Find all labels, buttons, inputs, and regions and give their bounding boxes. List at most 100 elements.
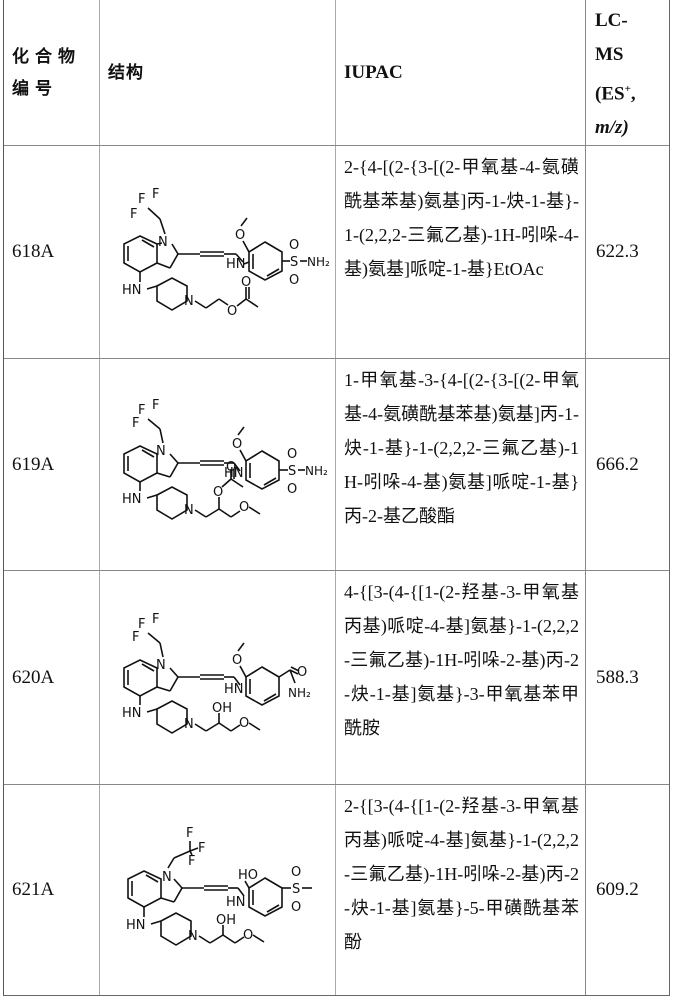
svg-text:O: O <box>289 273 299 288</box>
compound-table: 化合物编号 结构 IUPAC LC- MS (ES+, m/z) 618A F … <box>3 0 670 996</box>
header-compound-no-label: 化合物编号 <box>4 41 92 105</box>
header-lcms-line1: LC- <box>595 4 669 38</box>
svg-text:N: N <box>158 235 168 250</box>
chemical-structure-620A: F F F N HN <box>100 571 336 785</box>
header-lcms-line3: (ES+, <box>595 72 669 111</box>
svg-text:F: F <box>152 398 159 413</box>
svg-text:O: O <box>243 928 253 943</box>
structure-cell: F F F N HN <box>100 146 336 358</box>
compound-id-cell: 618A <box>4 146 100 358</box>
lcms-cell: 588.3 <box>586 571 669 784</box>
lcms-value: 588.3 <box>586 667 639 689</box>
header-lcms-line4: m/z) <box>595 111 669 145</box>
compound-id: 619A <box>4 454 54 476</box>
header-iupac: IUPAC <box>336 0 586 145</box>
iupac-cell: 4-{[3-(4-{[1-(2-羟基-3-甲氧基丙基)哌啶-4-基]氨基}-1-… <box>336 571 586 784</box>
svg-text:F: F <box>186 826 193 841</box>
svg-text:NH₂: NH₂ <box>288 686 311 700</box>
lcms-value: 622.3 <box>586 241 639 263</box>
header-iupac-label: IUPAC <box>336 62 403 84</box>
header-lcms-comma: , <box>631 83 636 104</box>
iupac-cell: 2-{4-[(2-{3-[(2-甲氧基-4-氨磺酰基苯基)氨基]丙-1-炔-1-… <box>336 146 586 358</box>
svg-text:HN: HN <box>126 918 146 933</box>
lcms-cell: 609.2 <box>586 785 669 995</box>
svg-text:N: N <box>188 929 198 944</box>
lcms-value: 609.2 <box>586 879 639 901</box>
svg-text:O: O <box>213 485 223 500</box>
svg-text:O: O <box>227 304 237 319</box>
header-lcms-mz: m/z) <box>595 117 629 138</box>
svg-text:N: N <box>184 717 194 732</box>
svg-text:O: O <box>239 500 249 515</box>
svg-text:F: F <box>138 192 145 207</box>
compound-id-cell: 619A <box>4 359 100 570</box>
svg-text:S: S <box>292 882 300 897</box>
svg-text:HO: HO <box>238 868 258 883</box>
svg-text:HN: HN <box>226 257 246 272</box>
svg-text:O: O <box>287 482 297 497</box>
svg-text:O: O <box>289 238 299 253</box>
svg-text:O: O <box>287 447 297 462</box>
table-row: 619A F F F N HN <box>4 359 669 571</box>
svg-text:HN: HN <box>122 492 142 507</box>
svg-text:O: O <box>291 865 301 880</box>
lcms-cell: 622.3 <box>586 146 669 358</box>
header-lcms-label: LC- MS (ES+, m/z) <box>586 0 669 145</box>
svg-text:N: N <box>184 294 194 309</box>
svg-text:O: O <box>297 665 307 680</box>
compound-id-cell: 620A <box>4 571 100 784</box>
svg-text:O: O <box>226 460 236 475</box>
svg-text:F: F <box>198 841 205 856</box>
svg-text:F: F <box>152 612 159 627</box>
compound-id: 620A <box>4 667 54 689</box>
svg-text:S: S <box>290 255 298 270</box>
svg-text:OH: OH <box>216 913 236 928</box>
structure-cell: F F F N HN <box>100 785 336 995</box>
svg-text:F: F <box>130 207 137 222</box>
lcms-cell: 666.2 <box>586 359 669 570</box>
iupac-name: 2-{[3-(4-{[1-(2-羟基-3-甲氧基丙基)哌啶-4-基]氨基}-1-… <box>336 785 585 959</box>
table-row: 618A F F F N <box>4 146 669 359</box>
chemical-structure-619A: F F F N HN <box>100 359 336 571</box>
iupac-cell: 2-{[3-(4-{[1-(2-羟基-3-甲氧基丙基)哌啶-4-基]氨基}-1-… <box>336 785 586 995</box>
svg-text:NH₂: NH₂ <box>305 464 328 478</box>
svg-text:OH: OH <box>212 701 232 716</box>
svg-text:F: F <box>152 187 159 202</box>
svg-text:O: O <box>235 228 245 243</box>
svg-text:F: F <box>132 416 139 431</box>
header-lcms-es: (ES <box>595 83 625 104</box>
svg-text:HN: HN <box>226 895 246 910</box>
header-structure-label: 结构 <box>100 57 144 89</box>
svg-text:N: N <box>184 503 194 518</box>
svg-text:F: F <box>188 854 195 869</box>
header-structure: 结构 <box>100 0 336 145</box>
svg-text:O: O <box>232 437 242 452</box>
chemical-structure-621A: F F F N HN <box>100 785 336 995</box>
header-lcms-line2: MS <box>595 38 669 72</box>
svg-text:O: O <box>291 900 301 915</box>
svg-text:N: N <box>162 870 172 885</box>
svg-text:F: F <box>132 630 139 645</box>
lcms-value: 666.2 <box>586 454 639 476</box>
iupac-name: 1-甲氧基-3-{4-[(2-{3-[(2-甲氧基-4-氨磺酰基苯基)氨基]丙-… <box>336 359 585 533</box>
compound-id: 621A <box>4 879 54 901</box>
svg-text:HN: HN <box>224 682 244 697</box>
chemical-structure-618A: F F F N HN <box>100 146 336 359</box>
svg-text:O: O <box>232 653 242 668</box>
iupac-cell: 1-甲氧基-3-{4-[(2-{3-[(2-甲氧基-4-氨磺酰基苯基)氨基]丙-… <box>336 359 586 570</box>
iupac-name: 2-{4-[(2-{3-[(2-甲氧基-4-氨磺酰基苯基)氨基]丙-1-炔-1-… <box>336 146 585 286</box>
svg-text:NH₂: NH₂ <box>307 255 330 269</box>
header-compound-no: 化合物编号 <box>4 0 100 145</box>
table-header-row: 化合物编号 结构 IUPAC LC- MS (ES+, m/z) <box>4 0 669 146</box>
table-row: 621A F F F N <box>4 785 669 995</box>
header-lcms: LC- MS (ES+, m/z) <box>586 0 669 145</box>
svg-text:HN: HN <box>122 283 142 298</box>
iupac-name: 4-{[3-(4-{[1-(2-羟基-3-甲氧基丙基)哌啶-4-基]氨基}-1-… <box>336 571 585 745</box>
structure-cell: F F F N HN <box>100 571 336 784</box>
svg-text:S: S <box>288 464 296 479</box>
svg-text:O: O <box>241 275 251 290</box>
svg-text:HN: HN <box>122 706 142 721</box>
compound-id-cell: 621A <box>4 785 100 995</box>
compound-id: 618A <box>4 241 54 263</box>
table-row: 620A F F F N HN <box>4 571 669 785</box>
